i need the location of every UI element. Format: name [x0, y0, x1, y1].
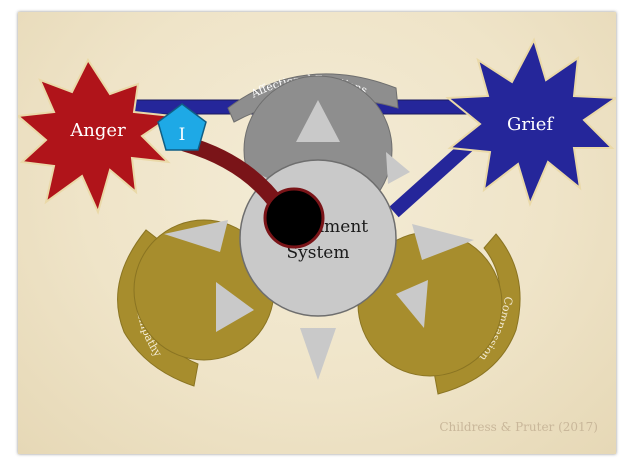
i-pentagon: I — [157, 103, 207, 151]
anger-label: Anger — [69, 120, 126, 141]
grief-starburst: Grief — [445, 37, 616, 207]
grief-label: Grief — [507, 114, 554, 135]
i-label: I — [179, 125, 186, 145]
blocker-circle — [263, 187, 325, 249]
attachment-diagram: Affectional Emotions Empathy — [18, 37, 616, 395]
credit-caption: Childress & Pruter (2017) — [439, 420, 598, 434]
triangle-upper-right — [386, 152, 410, 184]
triangle-empathy-right — [216, 282, 254, 332]
triangle-bottom — [300, 328, 336, 380]
triangle-empathy-left — [164, 220, 228, 252]
triangle-up — [296, 100, 340, 142]
attachment-system-line2: System — [287, 243, 350, 263]
anger-starburst: Anger — [18, 57, 175, 215]
triangle-compassion-left — [396, 280, 428, 328]
triangle-compassion-right — [412, 224, 474, 260]
slide: Affectional Emotions Empathy — [18, 12, 616, 454]
compassion-circle — [357, 224, 503, 377]
